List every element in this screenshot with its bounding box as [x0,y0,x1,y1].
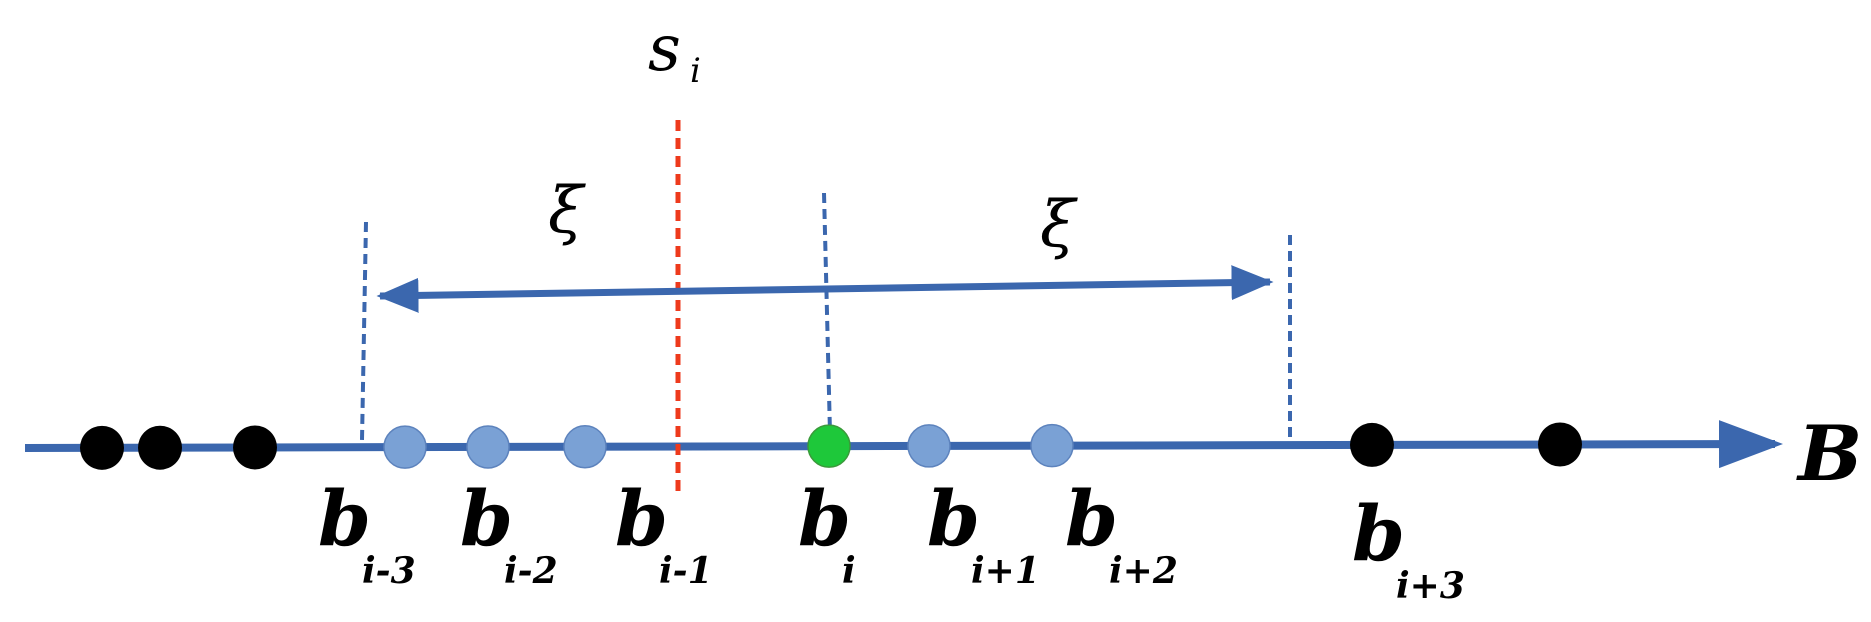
xi-right-label: ξ [1040,188,1078,262]
b-label-subscript: i [842,550,856,592]
b-axis-label: B [1796,409,1862,498]
center-point-bi [807,424,851,468]
b-label-symbol: b [318,474,371,563]
b-label-subscript: i+1 [971,550,1040,592]
xi-range-arrow [376,265,1274,313]
threshold-subscript: i [690,51,701,91]
outside-point [1350,422,1394,467]
b-label-symbol: b [927,474,980,563]
b-label-subscript: i-1 [659,550,713,592]
b-label-subscript: i+2 [1109,550,1178,592]
threshold-label: s i [648,12,701,91]
neighbor-point [466,425,510,469]
b-label-symbol: b [1065,474,1118,563]
xi-left-label: ξ [548,174,586,248]
outside-point [1538,422,1582,467]
data-points [80,422,1582,470]
outside-point [233,425,277,470]
neighbor-point [563,424,607,469]
b-label-symbol: b [615,474,668,563]
b-label-symbol: b [460,474,513,563]
outside-point [80,425,124,470]
neighbor-point [907,424,951,468]
b-label-subscript: i-3 [362,550,416,592]
neighbor-point [383,425,427,469]
outside-point [138,425,182,470]
b-label-symbol: b [1352,489,1405,578]
b-label-subscript: i-2 [504,550,558,592]
b-label-symbol: b [798,474,851,563]
threshold-symbol: s [648,12,681,86]
center-reference-line [822,192,832,434]
left-window-boundary [360,221,368,441]
b-label-subscript: i+3 [1396,565,1465,607]
neighbor-point [1030,423,1074,468]
b-axis-line [24,420,1783,469]
